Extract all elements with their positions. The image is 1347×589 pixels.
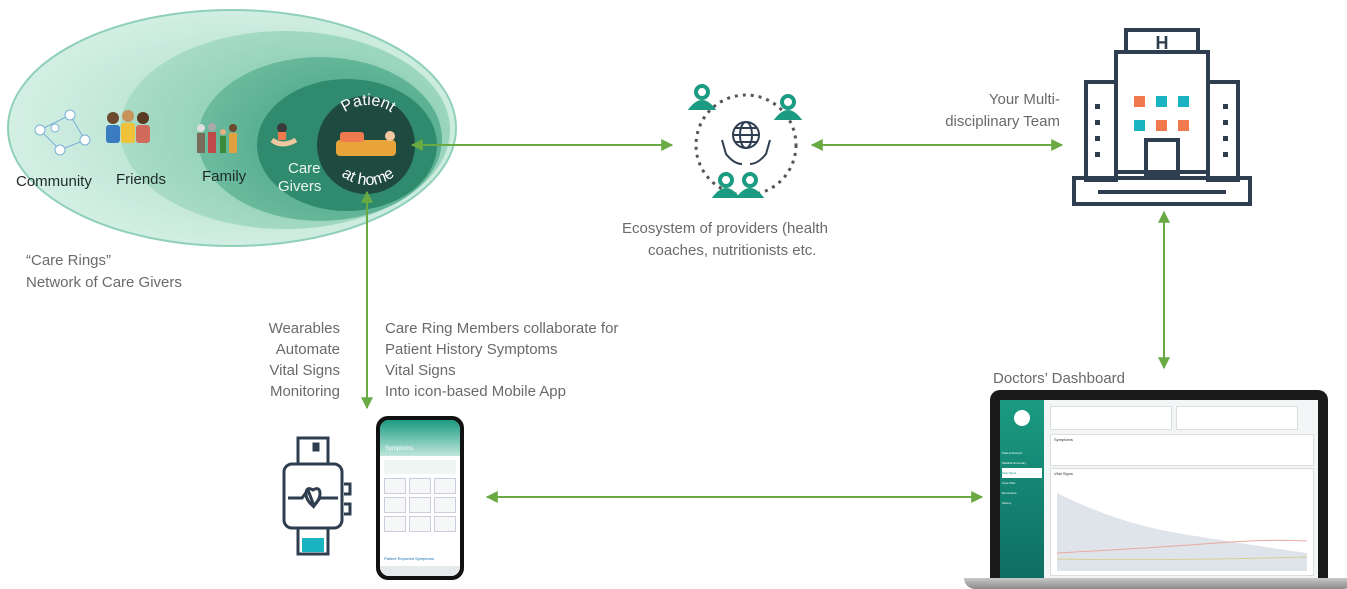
hospital-icon: H xyxy=(1072,28,1252,206)
vitals-area-chart xyxy=(1057,493,1307,571)
visit-card xyxy=(1176,406,1298,430)
patient-couch-icon xyxy=(336,131,396,156)
dashboard-caption: Doctors’ Dashboard xyxy=(993,370,1126,387)
provider-avatar-icon xyxy=(687,84,803,198)
care-rings-caption-2: Network of Care Givers xyxy=(26,274,182,291)
hospital-h-icon: H xyxy=(1156,33,1169,53)
dashboard-nav[interactable]: Patient Record Medical Summary Vital Sig… xyxy=(1002,448,1042,508)
smartwatch-icon xyxy=(282,436,352,556)
patient-arc-labels: Patient at home xyxy=(338,92,399,189)
hospital-caption-2: disciplinary Team xyxy=(945,113,1060,130)
mobile-phone: Symptoms Patient Reported Symptoms xyxy=(376,416,464,580)
mobile-title: Symptoms xyxy=(385,446,414,452)
nav-item[interactable]: Patient Record xyxy=(1002,451,1022,455)
patient-card xyxy=(1050,406,1172,430)
dashboard-screen: Patient Record Medical Summary Vital Sig… xyxy=(1000,400,1318,578)
collab-line: Care Ring Members collaborate for xyxy=(385,320,619,337)
wearables-line: Vital Signs xyxy=(269,362,340,379)
mobile-tile[interactable] xyxy=(409,497,431,513)
laptop: Patient Record Medical Summary Vital Sig… xyxy=(990,390,1328,580)
label-friends: Friends xyxy=(116,171,167,188)
care-giver-hands-icon xyxy=(270,123,298,147)
nav-item[interactable]: Vital Signs xyxy=(1002,468,1042,478)
hospital-caption-1: Your Multi- xyxy=(988,91,1060,108)
hospital-windows xyxy=(1095,96,1228,157)
mobile-tile[interactable] xyxy=(434,478,456,494)
mobile-tile[interactable] xyxy=(409,478,431,494)
label-care: Care xyxy=(288,160,321,177)
mobile-tile[interactable] xyxy=(384,478,406,494)
nav-item[interactable]: Medical Summary xyxy=(1002,461,1027,465)
mobile-icon-grid[interactable] xyxy=(384,478,456,532)
symptoms-heading: Symptoms xyxy=(1054,437,1073,442)
wearables-line: Wearables xyxy=(268,320,340,337)
mobile-tabbar[interactable] xyxy=(380,566,460,576)
mobile-footer-text: Patient Reported Symptoms xyxy=(384,556,435,561)
collab-caption: Care Ring Members collaborate for Patien… xyxy=(385,318,618,402)
family-icon xyxy=(197,123,237,153)
label-community: Community xyxy=(16,173,92,190)
laptop-base xyxy=(964,578,1347,589)
collab-line: Vital Signs xyxy=(385,362,456,379)
nav-item[interactable]: Care Plan xyxy=(1002,481,1016,485)
collab-line: Patient History Symptoms xyxy=(385,341,558,358)
wearables-line: Automate xyxy=(275,341,340,358)
vitals-heading: Vital Signs xyxy=(1054,471,1073,476)
community-network-icon xyxy=(34,109,91,156)
mobile-banner xyxy=(384,460,456,474)
label-givers: Givers xyxy=(278,178,322,195)
care-rings-diagram xyxy=(7,9,457,247)
mobile-tile[interactable] xyxy=(434,497,456,513)
ecosystem-caption-1: Ecosystem of providers (health xyxy=(622,220,828,237)
wearables-line: Monitoring xyxy=(269,383,340,400)
collab-line: Into icon-based Mobile App xyxy=(385,383,566,400)
ecosystem-caption-2: coaches, nutritionists etc. xyxy=(648,242,817,259)
dashboard-sidebar: Patient Record Medical Summary Vital Sig… xyxy=(1000,400,1044,578)
globe-hands-icon xyxy=(721,121,771,165)
mobile-screen: Symptoms Patient Reported Symptoms xyxy=(380,420,460,576)
mobile-header: Symptoms xyxy=(380,420,460,456)
symptoms-panel: Symptoms xyxy=(1050,434,1314,466)
label-family: Family xyxy=(202,168,247,185)
mobile-tile[interactable] xyxy=(409,516,431,532)
doctor-avatar xyxy=(1014,410,1030,426)
ecosystem-icon xyxy=(687,84,803,198)
mobile-tile[interactable] xyxy=(384,516,406,532)
friends-icon xyxy=(106,110,150,143)
vitals-chart-panel: Vital Signs xyxy=(1050,468,1314,576)
nav-item[interactable]: Reminders xyxy=(1002,491,1017,495)
care-rings-caption-1: “Care Rings” xyxy=(26,252,112,269)
mobile-tile[interactable] xyxy=(384,497,406,513)
mobile-tile[interactable] xyxy=(434,516,456,532)
wearables-caption: Wearables Automate Vital Signs Monitorin… xyxy=(220,318,340,402)
nav-item[interactable]: History xyxy=(1002,501,1012,505)
